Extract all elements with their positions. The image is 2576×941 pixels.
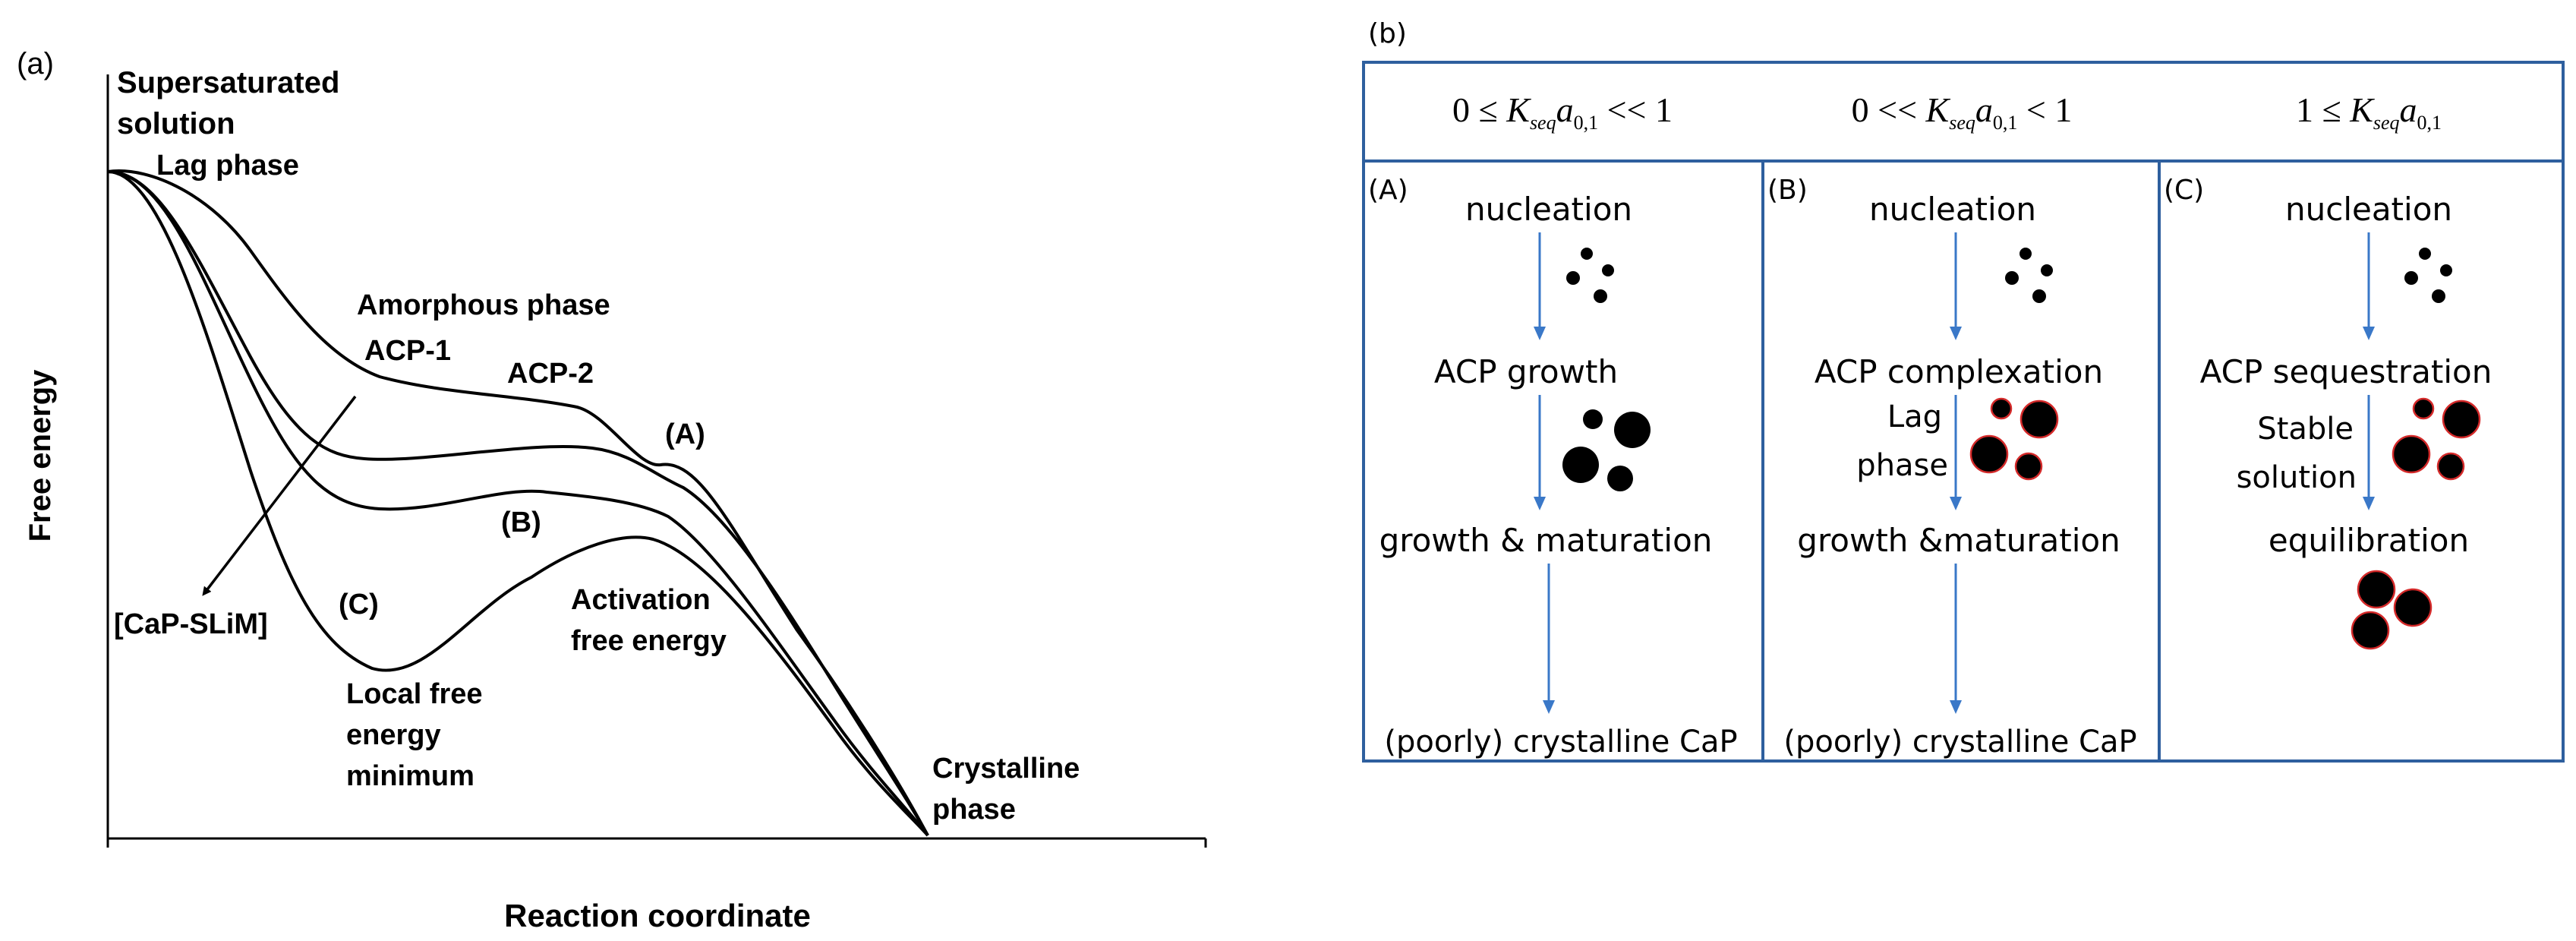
column-a-arrowhead1 [1534, 327, 1546, 340]
start-label-line1: Supersaturated [117, 66, 339, 99]
column-b-arrowhead1 [1950, 327, 1962, 340]
column-b-side2: phase [1856, 448, 1948, 483]
curve-c-label: (C) [339, 589, 379, 620]
panel-a: (a) Free energy Reaction coordinate Supe… [17, 47, 1207, 933]
column-c-final-particles [2351, 570, 2433, 650]
crystalline-label-line1: Crystalline [932, 753, 1080, 785]
local-min-label-line3: minimum [346, 760, 475, 792]
column-c-arrowhead2 [2363, 497, 2375, 510]
slim-arrow [202, 395, 357, 596]
column-a-step3: growth & maturation [1379, 522, 1713, 559]
column-c-tag: (C) [2164, 175, 2204, 206]
column-b-arrowhead2 [1950, 497, 1962, 510]
activation-label-line2: free energy [571, 625, 727, 657]
column-b-arrowhead3 [1950, 700, 1962, 714]
lag-phase-label: Lag phase [156, 150, 299, 182]
column-a: (A) nucleation ACP growth growth & matur… [1368, 175, 1738, 759]
column-a-particles [1562, 409, 1651, 491]
curve-a [107, 169, 929, 836]
curve-b [107, 170, 929, 837]
column-a-step1: nucleation [1465, 191, 1632, 228]
column-b-box [1761, 159, 2161, 763]
column-a-arrowhead3 [1543, 700, 1555, 714]
panel-a-label: (a) [17, 47, 54, 81]
column-b: (B) nucleation ACP complexation Lag phas… [1767, 175, 2137, 759]
header-a: 0 ≤ Kseqa0,1 << 1 [1452, 90, 1673, 134]
column-b-particles [1969, 397, 2059, 481]
acp1-label: ACP-1 [364, 335, 451, 367]
column-a-step2: ACP growth [1434, 353, 1618, 390]
x-axis-label: Reaction coordinate [504, 898, 811, 933]
panel-b-frame [1362, 61, 2565, 763]
curve-a-label: (A) [665, 418, 705, 450]
amorphous-phase-label: Amorphous phase [357, 289, 610, 321]
column-c-side2: solution [2237, 460, 2357, 495]
column-b-step2: ACP complexation [1815, 353, 2103, 390]
local-min-label-line1: Local free [346, 678, 483, 710]
column-b-side1: Lag [1887, 399, 1942, 434]
crystalline-label-line2: phase [932, 794, 1016, 826]
column-c-step2: ACP sequestration [2200, 353, 2492, 390]
local-min-label-line2: energy [346, 719, 441, 751]
column-b-nuclei [2005, 248, 2053, 303]
panel-b: (b) 0 ≤ Kseqa0,1 << 1 0 << Kseqa0,1 < 1 … [1362, 18, 2565, 763]
curve-b-label: (B) [501, 507, 541, 538]
column-c-step1: nucleation [2285, 191, 2452, 228]
column-a-step4: (poorly) crystalline CaP [1384, 725, 1737, 759]
column-c-particles [2392, 397, 2481, 481]
column-c-side1: Stable [2257, 412, 2354, 447]
column-a-tag: (A) [1368, 175, 1408, 206]
curve-c [107, 170, 929, 837]
start-label-line2: solution [117, 107, 235, 141]
header-b: 0 << Kseqa0,1 < 1 [1852, 90, 2073, 134]
header-c: 1 ≤ Kseqa0,1 [2296, 90, 2442, 134]
column-c-step3: equilibration [2269, 522, 2469, 559]
activation-label-line1: Activation [571, 584, 711, 616]
column-c: (C) nucleation ACP sequestration Stable … [2164, 175, 2492, 650]
column-b-tag: (B) [1767, 175, 1808, 206]
slim-arrow-label: [CaP-SLiM] [114, 608, 268, 640]
column-b-step4: (poorly) crystalline CaP [1783, 725, 2136, 759]
column-c-box [2158, 159, 2565, 763]
panel-b-label: (b) [1368, 18, 1407, 49]
column-c-arrowhead1 [2363, 327, 2375, 340]
y-axis-label: Free energy [24, 369, 57, 542]
column-c-nuclei [2404, 248, 2452, 303]
curve-intermediate [107, 170, 929, 836]
column-a-arrowhead2 [1534, 497, 1546, 510]
acp2-label: ACP-2 [507, 358, 594, 390]
column-b-step1: nucleation [1869, 191, 2036, 228]
column-b-step3: growth &maturation [1797, 522, 2120, 559]
column-a-nuclei [1566, 248, 1614, 303]
